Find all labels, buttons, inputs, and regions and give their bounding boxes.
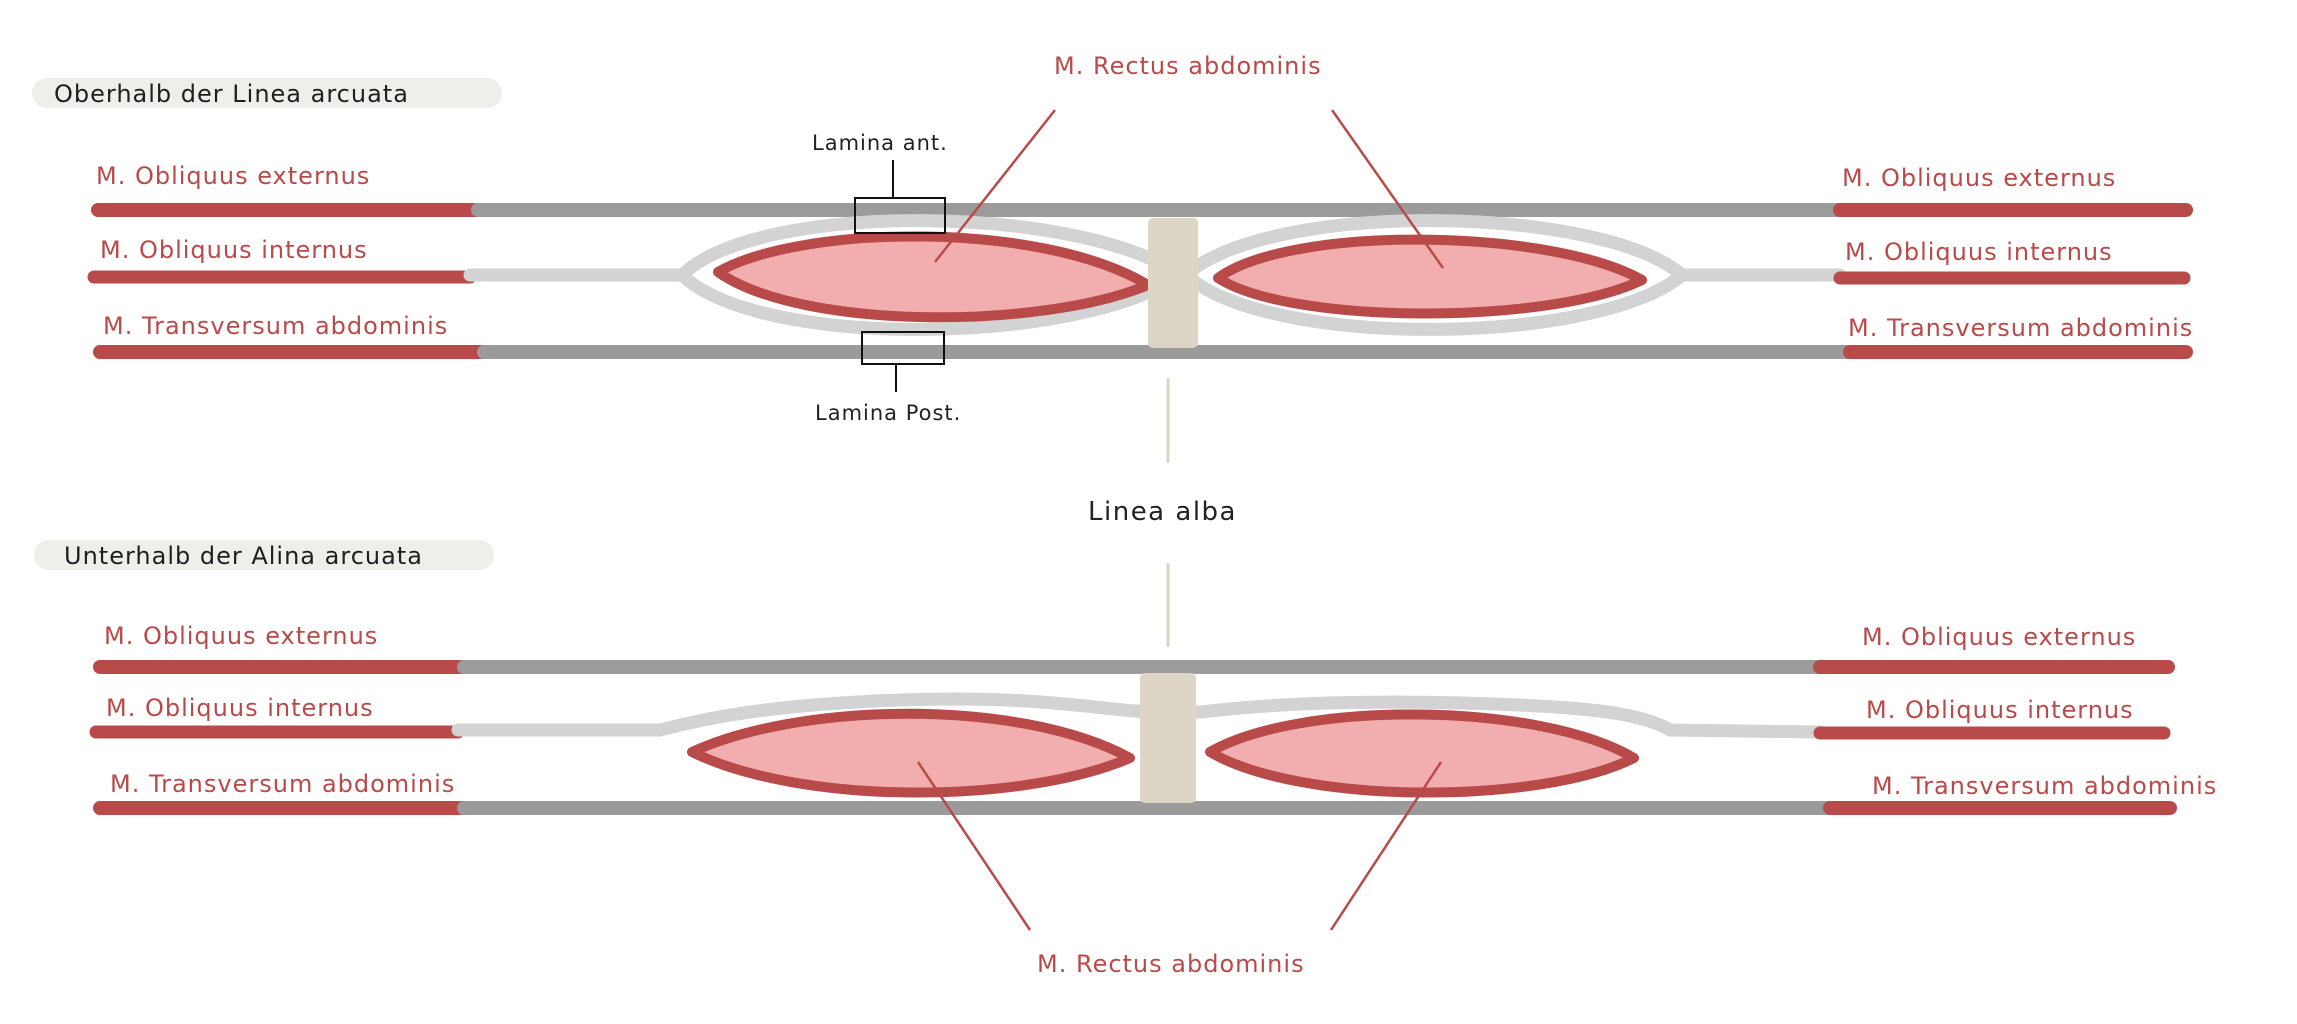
- top-section-title-bg: [32, 78, 502, 108]
- label-rectus-top: M. Rectus abdominis: [1054, 52, 1322, 80]
- label-top-right-externus: M. Obliquus externus: [1842, 164, 2116, 192]
- bottom-diagram: [89, 660, 2177, 931]
- top-section-title-text: Oberhalb der Linea arcuata: [54, 80, 409, 108]
- label-bottom-left-externus: M. Obliquus externus: [104, 622, 378, 650]
- label-top-right-transversum: M. Transversum abdominis: [1848, 314, 2193, 342]
- bottom-internus-aponeurosis: [451, 692, 1827, 739]
- label-rectus-bottom: M. Rectus abdominis: [1037, 950, 1305, 978]
- bottom-section-title: Unterhalb der Alina arcuata: [34, 540, 494, 570]
- top-rectus-left: [713, 231, 1153, 323]
- top-section-title: Oberhalb der Linea arcuata: [32, 78, 502, 108]
- label-bottom-left-internus: M. Obliquus internus: [106, 694, 374, 722]
- top-rectus-pointer-right: [1330, 109, 1445, 269]
- label-lamina-ant: Lamina ant.: [812, 131, 948, 155]
- bottom-rectus-pointer-right: [1329, 761, 1443, 931]
- bottom-rectus-right: [1205, 709, 1639, 798]
- bottom-rectus-pointer-left: [916, 761, 1032, 931]
- top-diagram: [87, 109, 2193, 392]
- bottom-section-title-text: Unterhalb der Alina arcuata: [64, 542, 423, 570]
- top-linea-alba-block: [1148, 218, 1198, 348]
- bottom-linea-alba-block: [1140, 673, 1196, 803]
- label-linea-alba: Linea alba: [1088, 497, 1237, 527]
- bottom-section-title-bg: [34, 540, 494, 570]
- top-rectus-pointer-left: [934, 109, 1056, 263]
- label-bottom-right-transversum: M. Transversum abdominis: [1872, 772, 2217, 800]
- label-bottom-left-transversum: M. Transversum abdominis: [110, 770, 455, 798]
- label-bottom-right-externus: M. Obliquus externus: [1862, 623, 2136, 651]
- label-bottom-right-internus: M. Obliquus internus: [1866, 696, 2134, 724]
- top-rectus-right: [1213, 234, 1647, 319]
- label-top-left-internus: M. Obliquus internus: [100, 236, 368, 264]
- label-top-right-internus: M. Obliquus internus: [1845, 238, 2113, 266]
- lamina-ant-box: [854, 197, 946, 234]
- label-top-left-externus: M. Obliquus externus: [96, 162, 370, 190]
- label-lamina-post: Lamina Post.: [815, 401, 961, 425]
- bottom-rectus-left: [687, 708, 1135, 798]
- lamina-post-box: [861, 331, 945, 365]
- label-top-left-transversum: M. Transversum abdominis: [103, 312, 448, 340]
